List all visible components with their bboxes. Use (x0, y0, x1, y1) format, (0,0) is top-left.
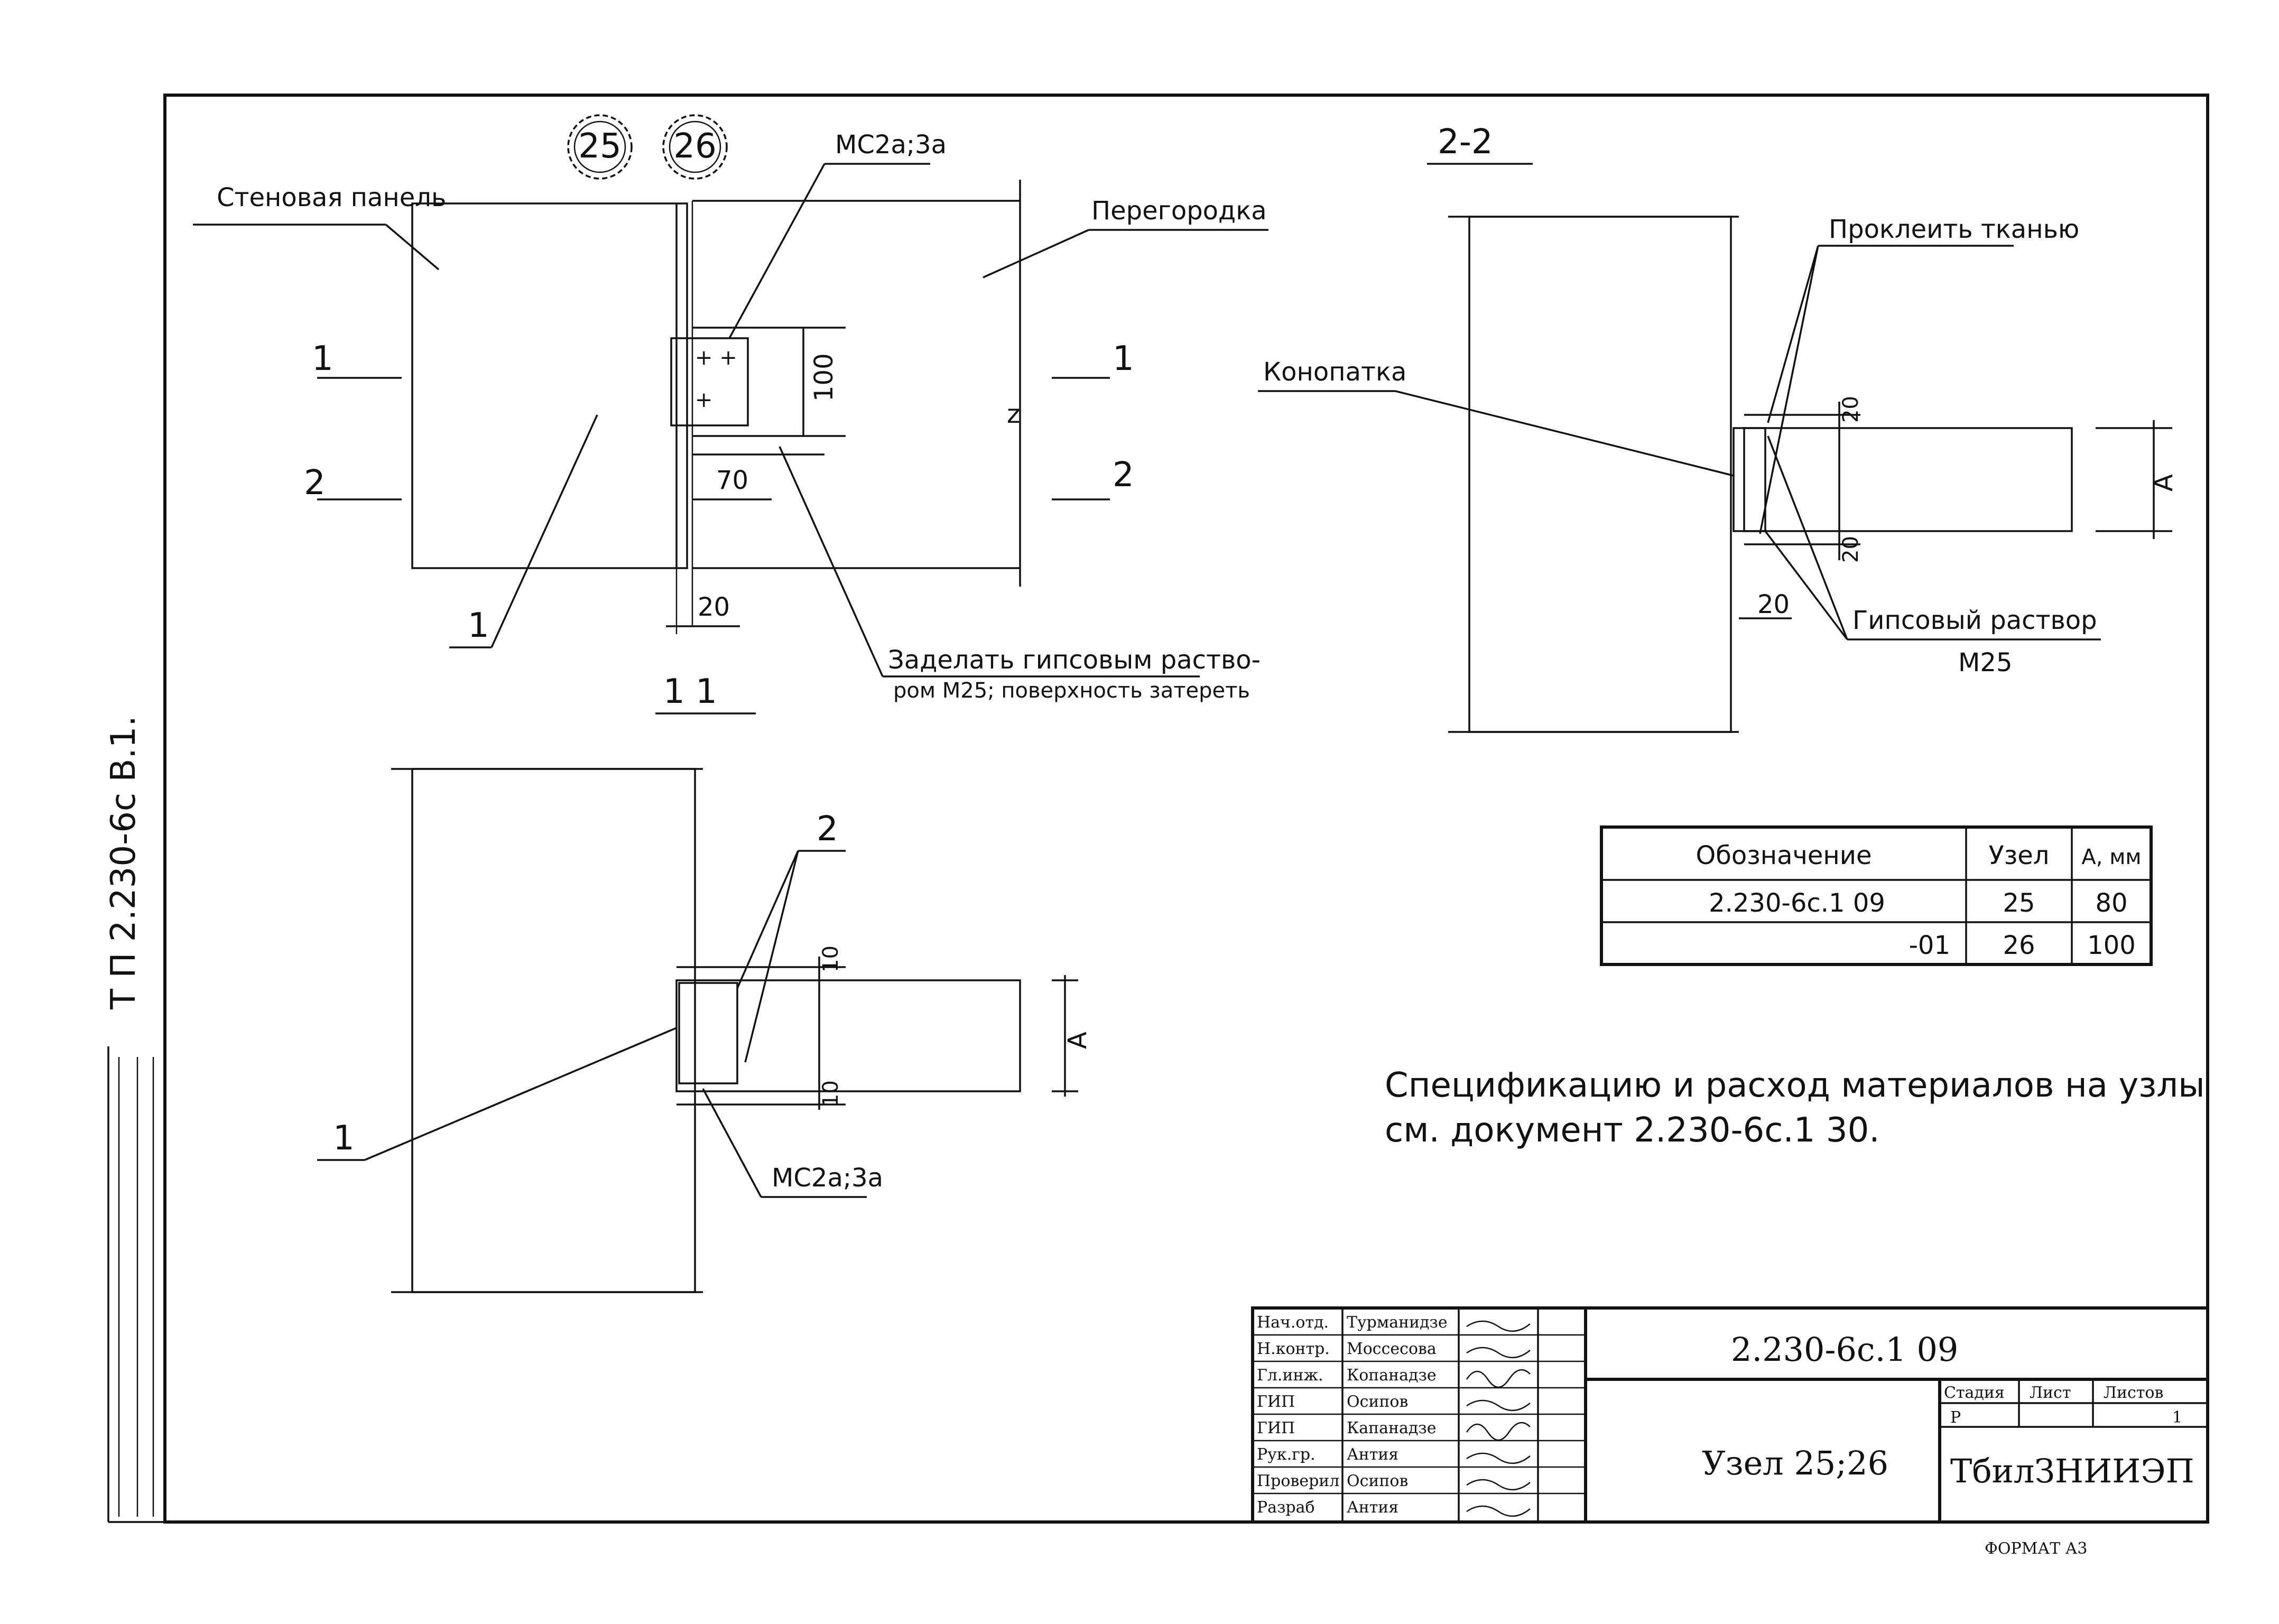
dim-A-2: A (2149, 474, 2179, 491)
role-4: ГИП (1257, 1393, 1295, 1411)
svg-text:+: + (695, 388, 713, 412)
dim-100: 100 (809, 353, 839, 402)
name-6: Антия (1347, 1445, 1398, 1464)
wall-panel-section (411, 768, 696, 1293)
dim-A-1: A (1063, 1032, 1092, 1049)
spec-header-node: Узел (1989, 841, 2050, 870)
dim-20: 20 (698, 592, 730, 622)
role-8: Разраб (1257, 1498, 1315, 1517)
signature-scribbles (1466, 1320, 1531, 1517)
sheet-frame (163, 94, 2209, 1524)
caulk-fill (1733, 427, 1766, 532)
wall-panel (411, 202, 688, 569)
spec-header-designation: Обозначение (1696, 841, 1872, 870)
svg-text:25: 25 (578, 127, 621, 166)
role-5: ГИП (1257, 1419, 1295, 1437)
name-7: Осипов (1347, 1472, 1408, 1490)
drawing-title: Узел 25;26 (1702, 1444, 1888, 1482)
label-mortar-grade: М25 (1958, 648, 2013, 678)
side-stamp (118, 1057, 154, 1517)
node-marker-26: 26 (662, 114, 728, 180)
cut-1-left: 1 (312, 339, 333, 378)
role-7: Проверил (1257, 1472, 1339, 1490)
wall-panel-section-2 (1468, 216, 1732, 733)
spec-note-line2: см. документ 2.230-6с.1 30. (1385, 1111, 1880, 1150)
plan-view: + + + 100 70 20 1 2 1 2 z Стеновая панел… (193, 130, 1268, 703)
node-marker-25: 25 (567, 114, 633, 180)
cut-1-right: 1 (1113, 339, 1134, 378)
name-8: Антия (1347, 1498, 1398, 1517)
cut-2-left: 2 (304, 463, 326, 503)
svg-text:+ +: + + (695, 346, 737, 370)
label-mortar: Гипсовый раствор (1852, 606, 2097, 635)
label-caulk: Конопатка (1263, 357, 1406, 387)
dim-bottom-20: 20 (1839, 536, 1863, 563)
label-partition: Перегородка (1091, 196, 1267, 226)
dim-top-20: 20 (1839, 396, 1863, 423)
stage-header: Стадия (1944, 1384, 2005, 1402)
name-4: Осипов (1347, 1393, 1408, 1411)
spec-row1-a: 80 (2095, 888, 2127, 918)
sheets-value: 1 (2172, 1408, 2182, 1427)
connector-element (670, 337, 749, 426)
doc-code: 2.230-6с.1 09 (1731, 1330, 1958, 1369)
role-6: Рук.гр. (1257, 1445, 1315, 1464)
label-wall-panel: Стеновая панель (217, 183, 446, 212)
spec-row2-a: 100 (2087, 931, 2136, 960)
spec-header-a: А, мм (2081, 845, 2141, 869)
section-2-2-title: 2-2 (1438, 123, 1493, 162)
spec-row1-node: 25 (2003, 888, 2035, 918)
role-3: Гл.инж. (1257, 1366, 1323, 1385)
spec-row2-designation: -01 (1909, 931, 1950, 960)
svg-text:26: 26 (673, 127, 716, 166)
title-block: Нач.отд. Турманидзе Н.контр. Моссесова Г… (1251, 1306, 2209, 1524)
organization: ТбилЗНИИЭП (1950, 1452, 2194, 1490)
dim-top-10: 10 (819, 945, 843, 972)
format-label: ФОРМАТ А3 (1985, 1539, 2087, 1558)
name-2: Моссесова (1347, 1340, 1437, 1358)
spec-row1-designation: 2.230-6с.1 09 (1709, 888, 1885, 918)
label-connector: МС2а;3а (835, 130, 947, 160)
section-1-1: 1 1 10 10 A 2 1 МС2а;3а (317, 672, 1092, 1293)
name-1: Турманидзе (1347, 1313, 1448, 1332)
name-5: Капанадзе (1347, 1419, 1436, 1437)
sheet-code-vertical: Т П 2.230-6с В.1. (104, 716, 143, 1010)
label-connector-section: МС2а;3а (772, 1163, 883, 1193)
dim-bottom-10: 10 (819, 1080, 843, 1107)
role-2: Н.контр. (1257, 1340, 1330, 1358)
leader-2: 2 (817, 810, 838, 849)
sheet-header: Лист (2030, 1384, 2071, 1402)
title-block-rows (1253, 1334, 1586, 1495)
dim-side-20: 20 (1757, 590, 1790, 619)
leader-1: 1 (468, 606, 489, 645)
connector-profile (678, 982, 738, 1084)
partition-slab (675, 979, 1021, 1092)
spec-table: Обозначение Узел А, мм 2.230-6с.1 09 25 … (1600, 825, 2153, 966)
dim-70: 70 (716, 466, 748, 495)
cut-2-right: 2 (1113, 456, 1134, 495)
name-3: Копанадзе (1347, 1366, 1437, 1385)
svg-text:z: z (1007, 400, 1020, 429)
note-seal-line1: Заделать гипсовым раство- (888, 645, 1261, 675)
leader-1-section: 1 (333, 1119, 355, 1158)
note-seal-line2: ром М25; поверхность затереть (893, 679, 1250, 703)
stage-value: Р (1950, 1408, 1961, 1427)
spec-row2-node: 26 (2003, 931, 2035, 960)
sheets-header: Листов (2104, 1384, 2163, 1402)
spec-note-line1: Спецификацию и расход материалов на узлы (1385, 1066, 2205, 1105)
section-1-1-title: 1 1 (663, 672, 717, 711)
role-1: Нач.отд. (1257, 1313, 1329, 1332)
partition-slab-2 (1743, 427, 2073, 532)
section-2-2: 2-2 20 20 20 A Проклеить тканью Конопатк… (1258, 123, 2179, 733)
label-fabric: Проклеить тканью (1829, 215, 2079, 244)
